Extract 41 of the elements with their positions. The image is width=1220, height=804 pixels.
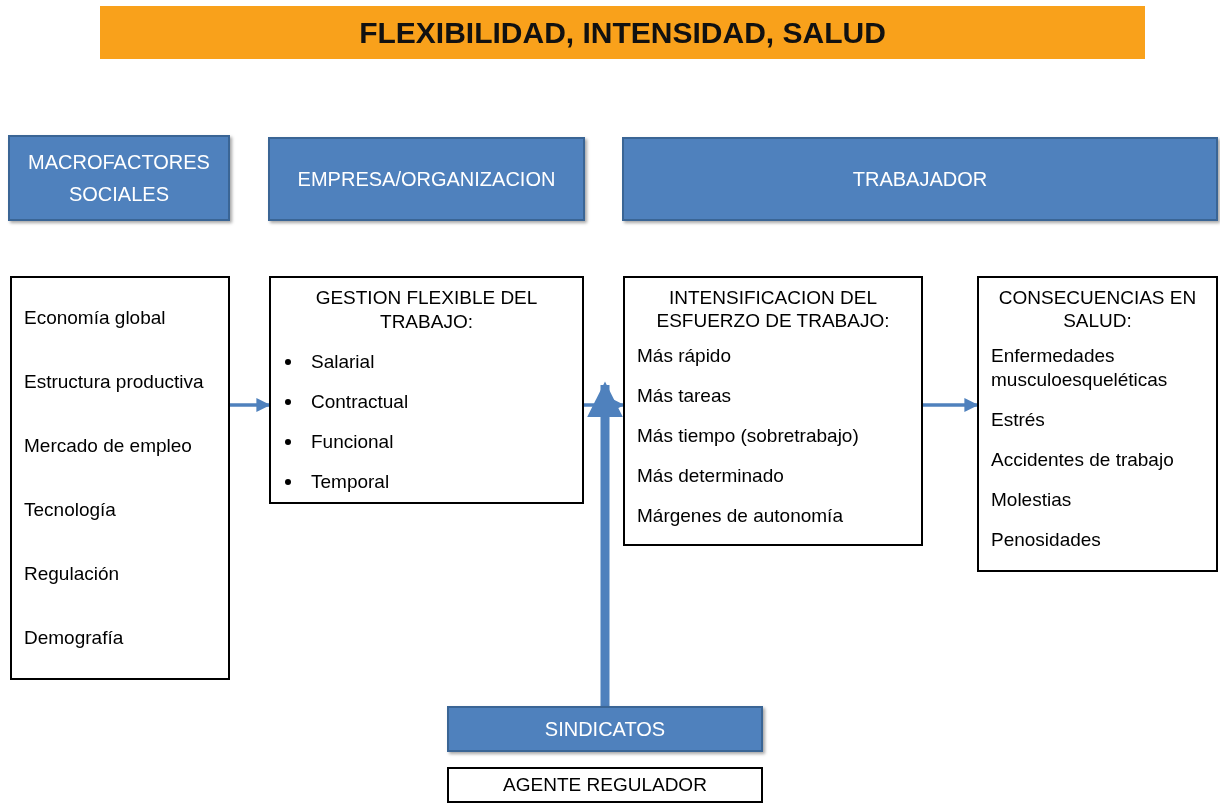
- header-text: MACROFACTORES SOCIALES: [27, 150, 211, 207]
- arrow: [230, 398, 271, 412]
- list-item: Márgenes de autonomía: [637, 504, 844, 528]
- list-item: Enfermedades musculoesqueléticas: [991, 344, 1169, 392]
- header-text: TRABAJADOR: [852, 167, 988, 192]
- header-box: [622, 137, 1218, 221]
- list-item: Contractual: [311, 389, 409, 414]
- box-heading: CONSECUENCIAS EN SALUD:: [997, 286, 1198, 332]
- list-item: Economía global: [24, 306, 167, 330]
- list-item: Funcional: [311, 429, 394, 454]
- list-item: Demografía: [24, 626, 125, 650]
- list-item: Más tareas: [637, 384, 732, 408]
- label-box: [447, 767, 763, 803]
- list-box: [269, 276, 584, 504]
- list-item: Salarial: [311, 349, 375, 374]
- list-item: Más rápido: [637, 344, 732, 368]
- box-heading: INTENSIFICACION DEL ESFUERZO DE TRABAJO:: [655, 286, 891, 332]
- list-item: Tecnología: [24, 498, 117, 522]
- list-item: Regulación: [24, 562, 121, 586]
- header-text: EMPRESA/ORGANIZACION: [297, 167, 556, 192]
- list-item: Más determinado: [637, 464, 785, 488]
- list-item: Estrés: [991, 408, 1046, 432]
- list-item: Accidentes de trabajo: [991, 448, 1175, 472]
- box-text: AGENTE REGULADOR: [503, 772, 707, 797]
- title-text: FLEXIBILIDAD, INTENSIDAD, SALUD: [359, 15, 886, 51]
- header-box: [8, 135, 230, 221]
- header-box: [268, 137, 585, 221]
- list-item: Molestias: [991, 488, 1073, 512]
- list-box: [977, 276, 1218, 572]
- list-item: Mercado de empleo: [24, 434, 193, 458]
- list-item: Estructura productiva: [24, 370, 205, 394]
- list-box: [623, 276, 923, 546]
- list-item: Temporal: [311, 469, 390, 494]
- header-text: SINDICATOS: [544, 717, 666, 742]
- list-item: Penosidades: [991, 528, 1102, 552]
- header-box: [447, 706, 763, 752]
- list-box: [10, 276, 230, 680]
- arrow: [587, 381, 623, 706]
- box-heading: GESTION FLEXIBLE DEL TRABAJO:: [314, 286, 539, 334]
- list-item: Más tiempo (sobretrabajo): [637, 424, 860, 448]
- arrow: [923, 398, 979, 412]
